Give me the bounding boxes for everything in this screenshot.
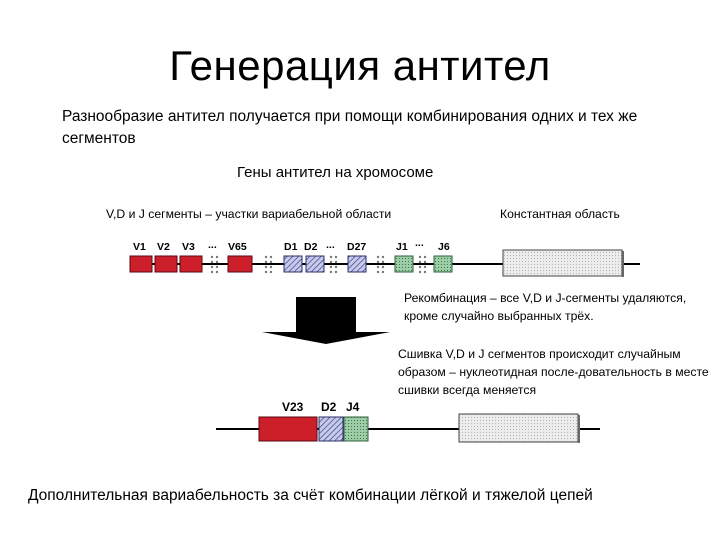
v1-segment: [129, 255, 153, 273]
gap-dots: [210, 255, 427, 274]
joining-note: Сшивка V,D и J сегментов происходит случ…: [398, 347, 709, 397]
v2-label: V2: [157, 241, 170, 253]
d27-label: D27: [347, 241, 366, 253]
d-ellipsis: ...: [326, 239, 335, 251]
slide-title: Генерация антител: [169, 42, 551, 89]
rearranged-constant-block: [458, 413, 579, 443]
j1-label: J1: [396, 241, 408, 253]
footer-note: Дополнительная вариабельность за счёт ко…: [28, 487, 593, 504]
d1-segment: [283, 255, 303, 273]
v23-label: V23: [282, 400, 304, 414]
constant-region-label: Константная область: [500, 207, 620, 221]
d27-segment: [347, 255, 367, 273]
variable-region-label: V,D и J сегменты – участки вариабельной …: [106, 207, 392, 221]
v23-segment: [258, 416, 318, 442]
genes-heading: Гены антител на хромосоме: [237, 164, 434, 181]
v3-segment: [179, 255, 203, 273]
j-ellipsis: ...: [415, 237, 424, 249]
v1-label: V1: [133, 241, 146, 253]
j6-label: J6: [438, 241, 450, 253]
constant-region-block: [502, 249, 623, 277]
j6-segment: [433, 255, 453, 273]
d2-label: D2: [304, 241, 318, 253]
subtitle: Разнообразие антител получается при помо…: [62, 108, 638, 147]
v2-segment: [154, 255, 178, 273]
j4-label: J4: [346, 400, 360, 414]
d2-rearranged-label: D2: [321, 400, 337, 414]
recombination-arrow: [262, 297, 390, 344]
v3-label: V3: [182, 241, 195, 253]
v65-segment: [227, 255, 253, 273]
j1-segment: [394, 255, 414, 273]
d2-segment: [305, 255, 325, 273]
recombination-note: Рекомбинация – все V,D и J-сегменты удал…: [404, 291, 687, 323]
v65-label: V65: [228, 241, 247, 253]
v-ellipsis: ...: [208, 239, 217, 251]
d2-rearranged-segment: [318, 416, 344, 442]
d1-label: D1: [284, 241, 298, 253]
j4-segment: [343, 416, 369, 442]
